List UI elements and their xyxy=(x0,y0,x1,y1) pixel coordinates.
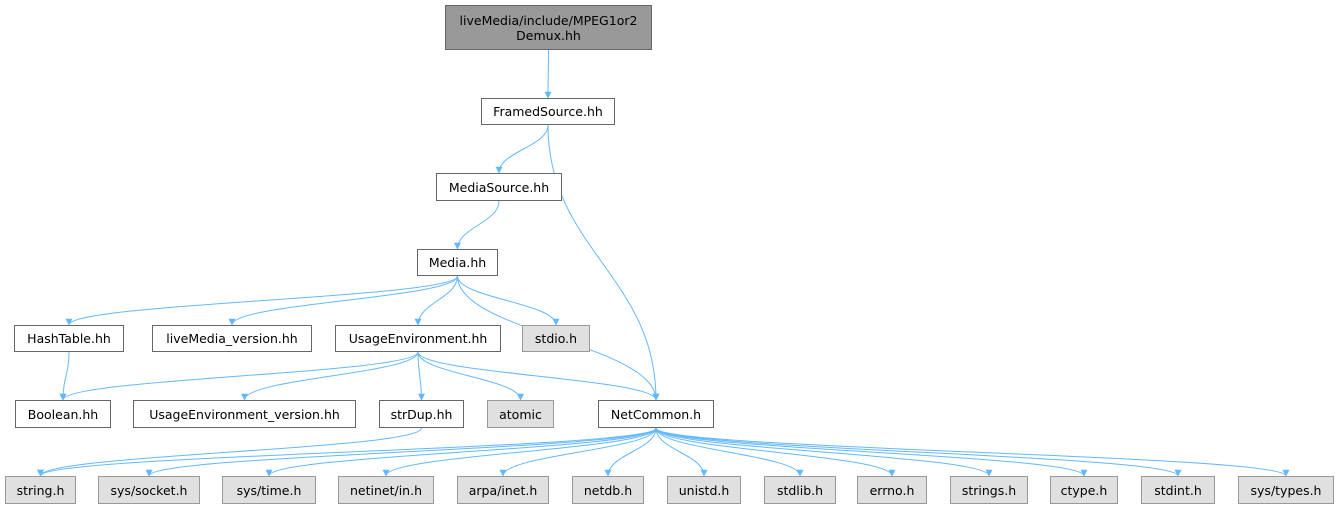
edge-framedsource-to-netcommon xyxy=(547,124,660,401)
edge-usageenvironment-to-netcommon xyxy=(417,351,660,401)
node-stdint: stdint.h xyxy=(1141,476,1215,504)
node-string: string.h xyxy=(5,476,76,504)
node-media[interactable]: Media.hh xyxy=(417,249,498,276)
node-netdb: netdb.h xyxy=(572,476,644,504)
node-unistd: unistd.h xyxy=(667,476,741,504)
node-sys-socket: sys/socket.h xyxy=(98,476,200,504)
node-root-mpeg1or2demux: liveMedia/include/MPEG1or2 Demux.hh xyxy=(445,5,652,50)
edge-media-to-usageenvironment xyxy=(414,275,458,326)
edge-hashtable-to-boolean xyxy=(59,351,70,401)
node-netinet-in: netinet/in.h xyxy=(338,476,434,504)
node-errno: errno.h xyxy=(857,476,927,504)
node-stdio: stdio.h xyxy=(522,325,590,352)
edge-media-to-hashtable xyxy=(65,275,458,326)
edge-netcommon-to-errno xyxy=(655,427,896,477)
edge-netcommon-to-sys_time xyxy=(265,427,657,477)
edge-netcommon-to-sys_types xyxy=(655,427,1290,477)
node-usageenvironment-version[interactable]: UsageEnvironment_version.hh xyxy=(133,400,356,428)
edge-framedsource-to-mediasource xyxy=(495,124,549,174)
node-boolean[interactable]: Boolean.hh xyxy=(15,400,111,428)
edge-usageenvironment-to-usageenvironment_version xyxy=(241,351,419,401)
edge-usageenvironment-to-boolean xyxy=(59,351,419,401)
node-sys-types: sys/types.h xyxy=(1238,476,1334,504)
node-hashtable[interactable]: HashTable.hh xyxy=(14,325,124,352)
node-strings: strings.h xyxy=(950,476,1028,504)
node-livemedia-version[interactable]: liveMedia_version.hh xyxy=(152,325,312,352)
edge-usageenvironment-to-strdup xyxy=(417,351,425,401)
node-strdup[interactable]: strDup.hh xyxy=(379,400,464,428)
node-sys-time: sys/time.h xyxy=(222,476,316,504)
edge-netcommon-to-ctype xyxy=(655,427,1088,477)
edge-root-to-framedsource xyxy=(544,49,552,99)
edge-netcommon-to-netinet_in xyxy=(382,427,657,477)
edge-usageenvironment-to-atomic xyxy=(417,351,524,401)
node-usageenvironment[interactable]: UsageEnvironment.hh xyxy=(335,325,501,352)
edge-media-to-stdio xyxy=(457,275,560,326)
edge-mediasource-to-media xyxy=(454,200,500,250)
edge-netcommon-to-sys_socket xyxy=(145,427,657,477)
node-netcommon[interactable]: NetCommon.h xyxy=(598,400,714,428)
edge-netcommon-to-strings xyxy=(655,427,993,477)
node-arpa-inet: arpa/inet.h xyxy=(457,476,549,504)
edge-netcommon-to-netdb xyxy=(604,427,657,477)
edge-strdup-to-string xyxy=(37,427,422,477)
node-mediasource[interactable]: MediaSource.hh xyxy=(436,173,562,201)
node-ctype: ctype.h xyxy=(1050,476,1118,504)
node-framedsource[interactable]: FramedSource.hh xyxy=(481,98,615,125)
edge-netcommon-to-string xyxy=(37,427,657,477)
edge-netcommon-to-arpa_inet xyxy=(499,427,657,477)
edge-netcommon-to-stdint xyxy=(655,427,1182,477)
edge-netcommon-to-stdlib xyxy=(655,427,804,477)
node-stdlib: stdlib.h xyxy=(764,476,836,504)
dependency-edges xyxy=(37,49,1290,477)
edge-media-to-livemedia_version xyxy=(228,275,458,326)
edge-netcommon-to-unistd xyxy=(655,427,708,477)
node-atomic: atomic xyxy=(487,400,554,428)
